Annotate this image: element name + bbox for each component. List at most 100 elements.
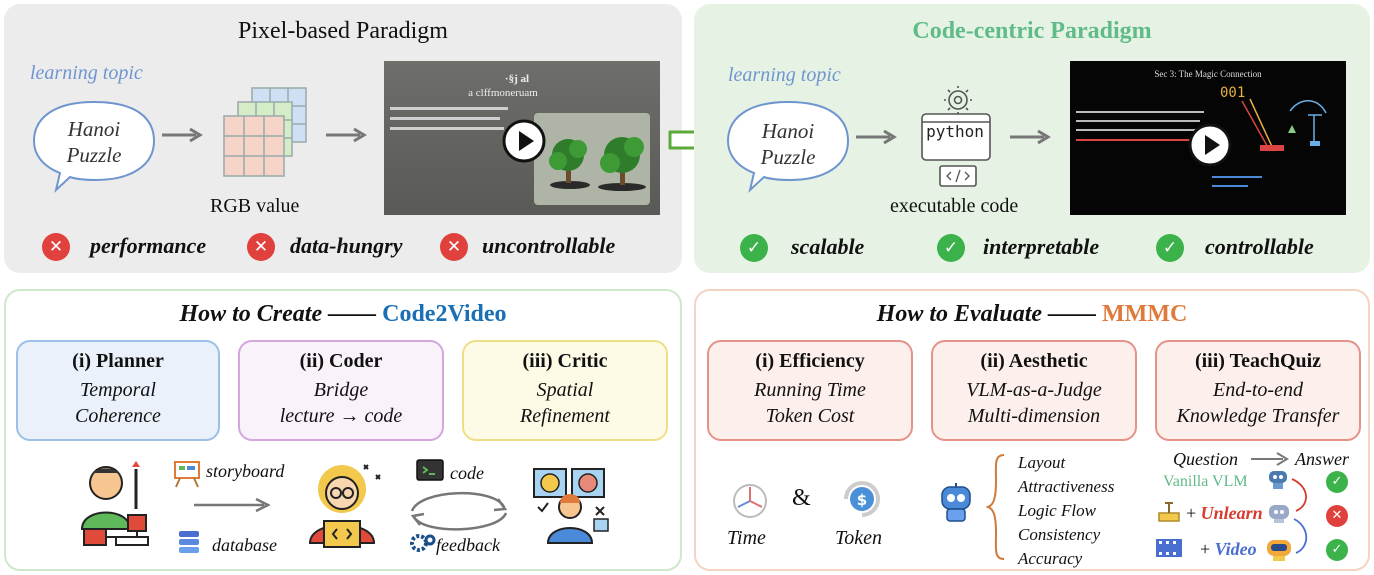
bubble-line2: Puzzle [760, 145, 816, 169]
bubble-line2: Puzzle [66, 143, 122, 167]
create-title-prefix: How to Create —— [179, 301, 383, 327]
critic-line2: Refinement [520, 405, 610, 427]
code2video-label: Code2Video [382, 301, 507, 327]
ampersand: & [792, 485, 811, 511]
pixel-paradigm-title: Pixel-based Paradigm [238, 18, 448, 44]
aesthetic-line2: Multi-dimension [967, 405, 1101, 427]
con-data-hungry: data-hungry [290, 233, 403, 258]
pro-interpretable: interpretable [983, 234, 1100, 259]
python-label: python [926, 122, 984, 141]
critic-icon [533, 468, 609, 544]
teachquiz-card: (iii) TeachQuiz End-to-end Knowledge Tra… [1155, 340, 1361, 441]
answer-label: Answer [1295, 449, 1349, 469]
robot-judge-icon [941, 483, 971, 522]
code-paradigm-title: Code-centric Paradigm [912, 18, 1152, 44]
planner-person-icon [80, 461, 149, 546]
video-section-title: Sec 3: The Magic Connection [1154, 69, 1262, 79]
critic-card: (iii) Critic Spatial Refinement [462, 340, 668, 441]
storyboard-icon [174, 461, 200, 488]
criterion-accuracy: Accuracy [1018, 549, 1083, 568]
robot-icon [1269, 471, 1287, 489]
check-icon: ✓ [937, 234, 965, 262]
arrow-right-icon [1251, 452, 1289, 466]
brace-icon [986, 454, 1005, 560]
speech-bubble-icon [32, 100, 156, 193]
svg-text:$: $ [857, 491, 867, 509]
con-uncontrollable: uncontrollable [482, 233, 616, 258]
python-code-icon [921, 86, 991, 187]
learning-topic-label: learning topic [30, 62, 143, 84]
token-label: Token [835, 527, 883, 549]
criterion-attractiveness: Attractiveness [1018, 477, 1115, 496]
coder-card: (ii) Coder Bridge lecture → code [238, 340, 444, 441]
unlearn-row: + Unlearn [1186, 503, 1263, 524]
database-icon [179, 531, 199, 553]
check-icon: ✓ [1326, 471, 1348, 493]
cross-icon: ✕ [440, 233, 468, 261]
cross-icon: ✕ [247, 233, 275, 261]
criterion-logic-flow: Logic Flow [1018, 501, 1096, 520]
efficiency-head: (i) Efficiency [755, 350, 865, 372]
rgb-grid-icon [223, 87, 307, 177]
diagram-lines-icon [1241, 98, 1327, 152]
cross-icon: ✕ [42, 233, 70, 261]
critic-line1: Spatial [536, 379, 594, 401]
video-garbled-subtitle: a clffmoneruam [468, 87, 538, 99]
efficiency-line1: Running Time [754, 379, 866, 401]
aesthetic-criteria-list: Layout Attractiveness Logic Flow Consist… [1018, 451, 1114, 571]
plus-sign: + [1186, 503, 1201, 523]
planner-line2: Coherence [75, 405, 161, 427]
efficiency-card: (i) Efficiency Running Time Token Cost [707, 340, 913, 441]
create-title: How to Create —— Code2Video [6, 301, 680, 328]
aesthetic-card: (ii) Aesthetic VLM-as-a-Judge Multi-dime… [931, 340, 1137, 441]
video-garbled-title: ·§j al [504, 73, 530, 85]
check-icon: ✓ [1156, 234, 1184, 262]
flow-curve-icon [1291, 478, 1308, 554]
teachquiz-head: (iii) TeachQuiz [1194, 350, 1322, 372]
bubble-line1: Hanoi [761, 119, 815, 143]
rgb-value-label: RGB value [210, 195, 300, 217]
evaluate-title-prefix: How to Evaluate —— [876, 301, 1103, 327]
play-icon[interactable] [502, 119, 546, 163]
robot-icon [1269, 505, 1289, 523]
arrow-right-icon [194, 497, 271, 513]
film-icon [1156, 539, 1182, 557]
terminal-icon [416, 459, 444, 481]
teachquiz-line1: End-to-end [1213, 379, 1303, 401]
evaluate-panel: How to Evaluate —— MMMC (i) Efficiency R… [694, 289, 1370, 571]
planner-head: (i) Planner [72, 350, 164, 372]
vanilla-vlm-label: Vanilla VLM [1163, 473, 1248, 490]
executable-code-label: executable code [890, 195, 1019, 217]
criterion-consistency: Consistency [1018, 525, 1101, 544]
learning-topic-label: learning topic [728, 64, 841, 86]
token-coin-icon: $ [844, 481, 880, 517]
planner-line1: Temporal [80, 379, 156, 401]
planner-card: (i) Planner Temporal Coherence [16, 340, 220, 441]
code-label: code [450, 463, 484, 483]
speech-bubble-icon [726, 100, 850, 193]
question-label: Question [1173, 449, 1238, 469]
coder-head: (ii) Coder [299, 350, 383, 372]
pixel-video-frame[interactable]: ·§j al a clffmoneruam [384, 61, 660, 215]
code-paradigm-panel: Code-centric Paradigm learning topic Han… [694, 4, 1370, 273]
aesthetic-head: (ii) Aesthetic [980, 350, 1088, 372]
pro-controllable: controllable [1205, 234, 1314, 259]
code-video-frame[interactable]: Sec 3: The Magic Connection 001 [1070, 61, 1346, 215]
cross-icon: ✕ [1326, 505, 1348, 527]
bubble-line1: Hanoi [67, 117, 121, 141]
arrow-right-icon [326, 127, 367, 143]
critic-head: (iii) Critic [522, 350, 608, 372]
play-icon[interactable] [1188, 123, 1232, 167]
pixel-paradigm-panel: Pixel-based Paradigm learning topic Hano… [4, 4, 682, 273]
check-icon: ✓ [1326, 539, 1348, 561]
unlearn-tool-icon [1158, 502, 1180, 522]
robot-icon [1267, 540, 1291, 561]
create-panel: How to Create —— Code2Video (i) Planner … [4, 289, 682, 571]
mmmc-label: MMMC [1102, 301, 1188, 327]
criterion-layout: Layout [1018, 453, 1066, 472]
video-row: + Video [1200, 539, 1257, 560]
database-label: database [212, 535, 277, 555]
evaluate-title: How to Evaluate —— MMMC [696, 301, 1368, 328]
unlearn-label: Unlearn [1200, 503, 1263, 523]
aesthetic-line1: VLM-as-a-Judge [966, 379, 1102, 401]
